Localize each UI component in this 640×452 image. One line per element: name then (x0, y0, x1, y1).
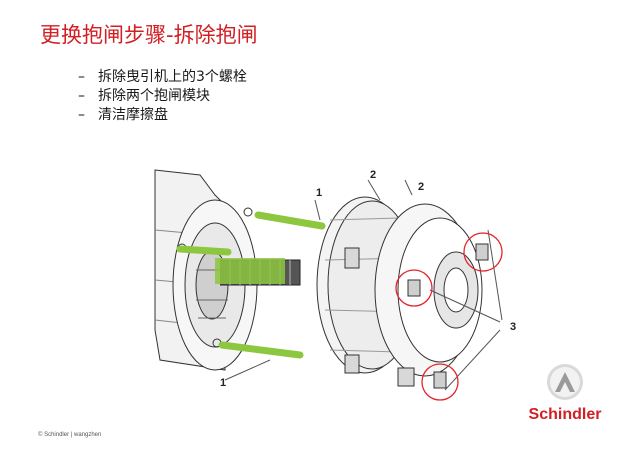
bullet-item: –拆除曳引机上的3个螺栓 (78, 68, 247, 87)
bullet-marker: – (78, 107, 85, 123)
schindler-emblem-icon (547, 364, 583, 400)
bullet-item: –拆除两个抱闸模块 (78, 87, 247, 106)
bullet-text: 拆除曳引机上的3个螺栓 (98, 69, 247, 85)
bullet-marker: – (78, 88, 85, 104)
callout-label: 2 (418, 181, 424, 193)
callout-label: 1 (220, 377, 226, 389)
bullet-item: –清洁摩擦盘 (78, 106, 247, 125)
bullet-text: 拆除两个抱闸模块 (98, 88, 210, 104)
brake-assembly-diagram: 1 2 2 1 3 (154, 169, 516, 401)
bullet-list: –拆除曳引机上的3个螺栓 –拆除两个抱闸模块 –清洁摩擦盘 (78, 68, 247, 125)
footer-text: © Schindler | wangzhen (38, 432, 102, 438)
slide-title: 更换抱闸步骤-拆除抱闸 (40, 23, 258, 47)
schindler-logo: Schindler (520, 360, 610, 430)
callout-label: 2 (370, 169, 376, 181)
bullet-text: 清洁摩擦盘 (98, 107, 168, 123)
callout-label: 3 (510, 321, 516, 333)
logo-text: Schindler (528, 406, 602, 423)
bullet-marker: – (78, 69, 85, 85)
callout-label: 1 (316, 187, 322, 199)
